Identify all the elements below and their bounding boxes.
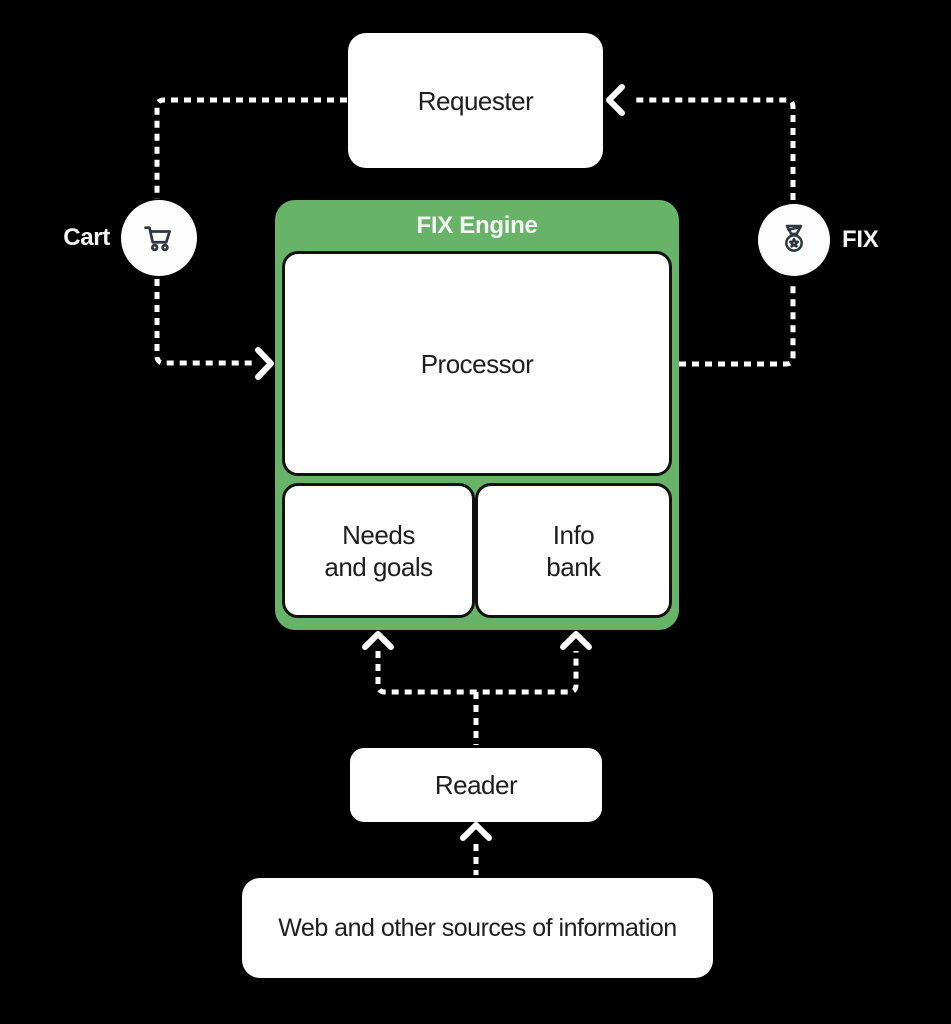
- reader-label: Reader: [434, 770, 518, 800]
- medal-icon: [774, 220, 814, 260]
- node-needs-and-goals: Needs and goals: [282, 483, 475, 618]
- fix-badge: [758, 204, 830, 276]
- shopping-cart-icon: [140, 219, 178, 257]
- arrowhead-into-requester: [606, 84, 625, 116]
- cart-label: Cart: [63, 224, 110, 251]
- info-bank-label: Info bank: [546, 519, 601, 582]
- cart-badge: [121, 200, 197, 276]
- connector-cart-to-engine: [154, 279, 253, 366]
- connector-fix-to-requester: [632, 97, 796, 200]
- arrowhead-into-reader: [460, 822, 492, 841]
- node-requester: Requester: [348, 33, 603, 168]
- arrowhead-into-needs: [362, 631, 394, 650]
- fix-label: FIX: [842, 226, 879, 253]
- fix-engine-title: FIX Engine: [416, 211, 538, 239]
- requester-label: Requester: [417, 85, 534, 116]
- needs-and-goals-label: Needs and goals: [324, 519, 433, 582]
- node-processor: Processor: [282, 251, 672, 476]
- node-web-sources: Web and other sources of information: [242, 878, 713, 978]
- node-info-bank: Info bank: [475, 483, 672, 618]
- connector-requester-to-cart: [154, 97, 347, 199]
- connector-engine-to-fix: [679, 282, 796, 367]
- connector-branch: [375, 651, 579, 695]
- node-fix-engine: FIX Engine Processor Needs and goals Inf…: [275, 200, 679, 630]
- arrowhead-into-info: [560, 631, 592, 650]
- arrowhead-into-engine: [255, 347, 274, 380]
- web-sources-label: Web and other sources of information: [278, 914, 677, 942]
- processor-label: Processor: [420, 348, 534, 379]
- node-reader: Reader: [350, 748, 602, 822]
